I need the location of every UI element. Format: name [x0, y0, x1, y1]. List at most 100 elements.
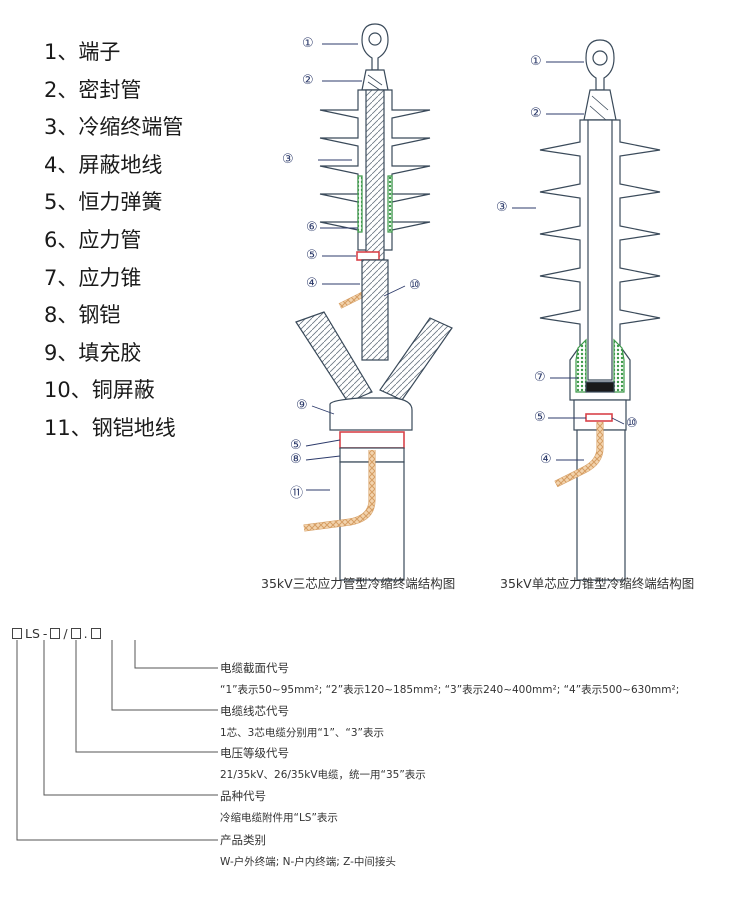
legend-number: 5 — [44, 190, 58, 215]
legend-separator: 、 — [57, 115, 79, 140]
legend-item: 8、钢铠 — [44, 297, 183, 335]
legend-item: 11、钢铠地线 — [44, 410, 183, 448]
left-marker: ⑤ — [306, 248, 318, 263]
legend-separator: 、 — [57, 77, 79, 102]
right-marker: ⑩ — [626, 416, 638, 431]
legend-number: 3 — [44, 115, 58, 140]
left-stress-tube — [357, 175, 393, 233]
legend-item: 1、端子 — [44, 34, 183, 72]
left-marker: ⑤ — [290, 438, 302, 453]
legend-text: 钢铠地线 — [91, 415, 176, 440]
legend-text: 冷缩终端管 — [78, 115, 184, 140]
code-tree-desc: 冷缩电缆附件用“LS”表示 — [220, 812, 338, 824]
legend-item: 4、屏蔽地线 — [44, 147, 183, 185]
legend-item: 3、冷缩终端管 — [44, 109, 183, 147]
code-tree-title: 电缆截面代号 — [220, 661, 289, 675]
right-marker: ① — [530, 54, 542, 69]
legend-separator: 、 — [57, 190, 79, 215]
legend-text: 屏蔽地线 — [78, 152, 163, 177]
legend-number: 1 — [44, 40, 58, 64]
left-lug — [361, 23, 389, 71]
legend-number: 10 — [44, 378, 71, 403]
right-marker: ⑦ — [534, 370, 546, 385]
left-marker: ⑪ — [290, 486, 304, 501]
code-prefix: LS — [25, 626, 40, 641]
left-leader-lines — [305, 43, 406, 491]
code-box-section — [90, 628, 101, 639]
legend-number: 2 — [44, 77, 58, 102]
right-caption: 35kV单芯应力锥型冷缩终端结构图 — [500, 576, 695, 591]
legend-item: 9、填充胶 — [44, 335, 183, 373]
legend-separator: 、 — [70, 378, 92, 403]
left-marker: ② — [302, 73, 314, 88]
left-termination-drawing — [295, 23, 453, 581]
right-marker: ④ — [540, 452, 552, 467]
legend-number: 6 — [44, 227, 58, 252]
code-dash-1: - — [42, 626, 48, 641]
code-box-category — [12, 628, 22, 639]
code-tree-title: 品种代号 — [220, 789, 266, 803]
legend-separator: 、 — [57, 40, 79, 64]
legend-item: 10、铜屏蔽 — [44, 372, 183, 410]
code-box-voltage — [50, 628, 61, 639]
right-stress-cone — [575, 338, 625, 393]
legend-item: 5、恒力弹簧 — [44, 184, 183, 222]
code-tree-desc: 1芯、3芯电缆分别用“1”、“3”表示 — [220, 727, 384, 739]
legend-number: 7 — [44, 265, 58, 290]
right-termination-drawing — [539, 39, 661, 581]
legend-number: 9 — [44, 340, 58, 365]
right-core — [587, 119, 613, 381]
right-marker: ③ — [496, 200, 508, 215]
legend-number: 4 — [44, 152, 58, 177]
legend-text: 填充胶 — [78, 340, 142, 365]
legend-separator: 、 — [70, 415, 92, 440]
left-caption: 35kV三芯应力管型冷缩终端结构图 — [261, 576, 456, 591]
legend-text: 端子 — [78, 40, 121, 64]
legend-text: 铜屏蔽 — [91, 378, 155, 403]
legend-item: 2、密封管 — [44, 72, 183, 110]
code-tree-desc: W-户外终端; N-户内终端; Z-中间接头 — [220, 856, 396, 868]
legend-number: 8 — [44, 303, 58, 328]
left-marker: ① — [302, 36, 314, 51]
left-breakout-body — [329, 397, 413, 431]
left-cable-core — [361, 259, 389, 361]
product-code-format: LS - / . — [12, 626, 101, 641]
left-marker: ④ — [306, 276, 318, 291]
right-semicon-band — [585, 381, 615, 393]
code-tree-title: 电缆线芯代号 — [220, 704, 289, 718]
legend-item: 6、应力管 — [44, 222, 183, 260]
legend-text: 应力管 — [78, 227, 142, 252]
code-tree-desc: “1”表示50~95mm²; “2”表示120~185mm²; “3”表示240… — [220, 684, 680, 696]
left-marker: ⑧ — [290, 452, 302, 467]
legend-separator: 、 — [57, 265, 79, 290]
legend-separator: 、 — [57, 227, 79, 252]
left-marker: ③ — [282, 152, 294, 167]
right-spring — [585, 413, 613, 422]
right-marker: ⑤ — [534, 410, 546, 425]
legend-text: 应力锥 — [78, 265, 142, 290]
code-tree-desc: 21/35kV、26/35kV电缆，统一用“35”表示 — [220, 769, 426, 781]
right-marker: ② — [530, 106, 542, 121]
legend-separator: 、 — [57, 152, 79, 177]
structure-drawings — [295, 23, 661, 581]
code-tree-title: 产品类别 — [220, 833, 266, 847]
left-marker: ⑩ — [409, 278, 421, 293]
legend-separator: 、 — [57, 303, 79, 328]
left-marker: ⑨ — [296, 398, 308, 413]
legend-separator: 、 — [57, 340, 79, 365]
left-breakout-left — [295, 311, 373, 403]
code-dot: . — [83, 626, 88, 641]
code-slash: / — [63, 626, 68, 641]
code-box-cores — [70, 628, 81, 639]
legend-text: 恒力弹簧 — [78, 190, 163, 215]
code-tree-title: 电压等级代号 — [220, 746, 289, 760]
legend-number: 11 — [44, 415, 71, 440]
legend-text: 钢铠 — [78, 303, 121, 328]
left-outer-sheath — [339, 461, 405, 581]
legend-text: 密封管 — [78, 77, 142, 102]
right-leader-lines — [512, 61, 625, 461]
left-marker: ⑥ — [306, 220, 318, 235]
legend-item: 7、应力锥 — [44, 260, 183, 298]
